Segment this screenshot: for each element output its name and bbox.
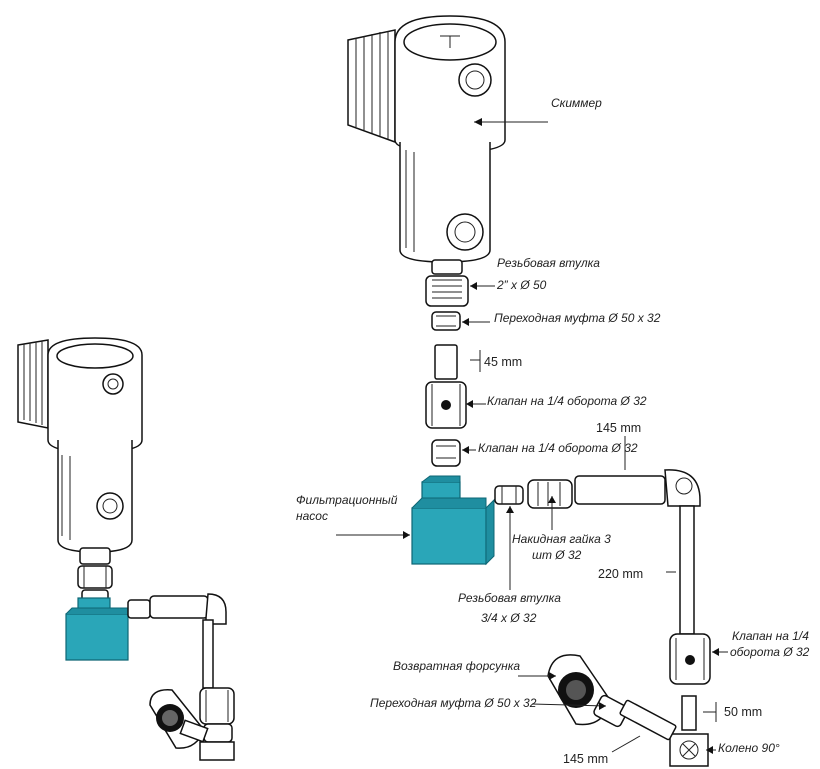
label-skimmer: Скиммер xyxy=(551,96,602,110)
valve-quarter-turn-3 xyxy=(669,633,711,685)
pipe-45mm xyxy=(434,344,458,380)
leader-lines xyxy=(336,118,728,754)
horizontal-fittings xyxy=(494,469,701,509)
assembled-pump xyxy=(65,597,129,661)
assembled-skimmer xyxy=(17,337,143,553)
dimension-50mm: 50 mm xyxy=(724,705,762,719)
label-valve-3-2: оборота Ø 32 xyxy=(730,645,810,659)
label-valve-1: Клапан на 1/4 оборота Ø 32 xyxy=(487,394,647,408)
label-return-nozzle: Возвратная форсунка xyxy=(393,659,520,673)
valve-quarter-turn-2 xyxy=(431,439,461,467)
assembled-pipework xyxy=(127,593,235,761)
label-filter-pump-2: насос xyxy=(296,509,328,523)
label-filter-pump-1: Фильтрационный xyxy=(296,493,398,507)
dimension-145mm-bottom: 145 mm xyxy=(563,752,608,766)
label-valve-2: Клапан на 1/4 оборота Ø 32 xyxy=(478,441,638,455)
label-threaded-bushing-top-1: Резьбовая втулка xyxy=(497,256,600,270)
dimension-220mm: 220 mm xyxy=(598,567,643,581)
filter-pump-part xyxy=(411,475,495,566)
pipe-220mm xyxy=(679,505,695,635)
reducer-50x32-top xyxy=(431,311,461,331)
skimmer-part xyxy=(347,15,506,263)
elbow-90 xyxy=(669,733,709,767)
valve-quarter-turn-1 xyxy=(425,381,467,429)
assembled-fittings xyxy=(77,547,113,605)
label-reducer-top: Переходная муфта Ø 50 x 32 xyxy=(494,311,661,325)
dimension-45mm: 45 mm xyxy=(484,355,522,369)
label-elbow-90: Колено 90° xyxy=(718,741,780,755)
pipe-50mm xyxy=(681,695,697,731)
assembled-view xyxy=(17,337,235,761)
label-valve-3-1: Клапан на 1/4 xyxy=(732,629,809,643)
dimension-145mm-top: 145 mm xyxy=(596,421,641,435)
label-threaded-bushing-bottom-2: 3/4 x Ø 32 xyxy=(481,611,537,625)
label-union-nut-1: Накидная гайка 3 xyxy=(512,532,611,546)
labels: Скиммер Резьбовая втулка 2” x Ø 50 Перех… xyxy=(296,96,810,766)
label-threaded-bushing-bottom-1: Резьбовая втулка xyxy=(458,591,561,605)
label-reducer-bottom: Переходная муфта Ø 50 x 32 xyxy=(370,696,537,710)
label-union-nut-2: шт Ø 32 xyxy=(532,548,582,562)
exploded-view: Скиммер Резьбовая втулка 2” x Ø 50 Перех… xyxy=(296,15,810,767)
label-threaded-bushing-top-2: 2” x Ø 50 xyxy=(496,278,547,292)
return-nozzle-part xyxy=(547,654,677,741)
threaded-bushing-2in xyxy=(425,259,469,307)
